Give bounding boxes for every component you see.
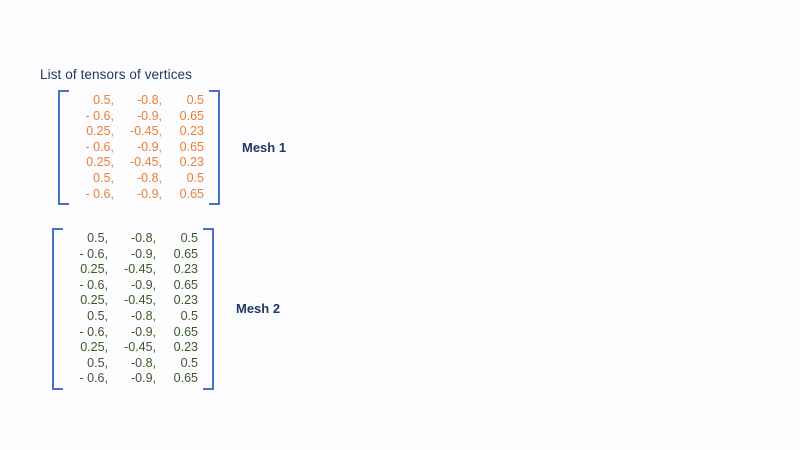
matrix-cell: -0.9, bbox=[136, 186, 162, 201]
matrix-cell: -0.8, bbox=[136, 170, 162, 185]
matrix-cell: 0.65 bbox=[173, 324, 198, 339]
matrix-cell: 0.23 bbox=[179, 155, 204, 170]
matrix-cell: 0.5, bbox=[87, 355, 108, 370]
matrix-cell: 0.65 bbox=[179, 139, 204, 154]
matrix-cell: - 0.6, bbox=[79, 246, 109, 261]
matrix-row: - 0.6, -0.9, 0.65 bbox=[74, 139, 205, 156]
matrix-row: 0.5, -0.8, 0.5 bbox=[74, 171, 204, 187]
matrix-cell: - 0.6, bbox=[79, 324, 109, 339]
matrix-cell: -0.45, bbox=[130, 124, 162, 139]
matrix-row: - 0.6, -0.9, 0.65 bbox=[68, 324, 199, 341]
matrix-row: 0.25, -0.45, 0.23 bbox=[68, 340, 198, 356]
matrix-row: 0.25, -0.45, 0.23 bbox=[74, 124, 204, 140]
matrix-row: - 0.6, -0.9, 0.65 bbox=[74, 108, 205, 125]
mesh-label-1: Mesh 1 bbox=[242, 140, 287, 156]
matrix-cell: -0.9, bbox=[130, 246, 156, 261]
matrix-cell: 0.25, bbox=[86, 155, 114, 170]
matrix-cell: 0.23 bbox=[179, 124, 204, 139]
matrix-row: - 0.6, -0.9, 0.65 bbox=[68, 246, 199, 263]
bracket-right-icon bbox=[203, 228, 214, 390]
matrix-cell: - 0.6, bbox=[85, 139, 115, 154]
matrix-cell: -0.45, bbox=[130, 155, 162, 170]
matrix-cell: -0.9, bbox=[130, 324, 156, 339]
matrix-cell: 0.25, bbox=[86, 124, 114, 139]
matrix-cell: -0.8, bbox=[130, 355, 156, 370]
matrix-cell: -0.8, bbox=[136, 93, 162, 107]
matrix-cell: - 0.6, bbox=[85, 108, 115, 123]
matrix-cell: 0.5, bbox=[93, 93, 114, 107]
matrix-cell: 0.5, bbox=[87, 308, 108, 323]
matrix-row: 0.5, -0.8, 0.5 bbox=[74, 93, 204, 109]
matrix-cell: 0.23 bbox=[173, 340, 198, 355]
matrix-row: 0.25, -0.45, 0.23 bbox=[68, 262, 198, 278]
matrix-row: - 0.6, -0.9, 0.65 bbox=[68, 277, 199, 294]
matrix-cell: 0.5 bbox=[186, 93, 204, 107]
matrix-cell: 0.5, bbox=[93, 170, 114, 185]
bracket-left-icon bbox=[52, 228, 63, 390]
matrix-cell: 0.5 bbox=[180, 308, 198, 323]
matrix-cell: - 0.6, bbox=[85, 186, 115, 201]
matrix-cell: 0.5, bbox=[87, 231, 108, 245]
matrix-cell: 0.65 bbox=[173, 371, 198, 386]
matrix-row: - 0.6, -0.9, 0.65 bbox=[68, 371, 199, 387]
matrix-cell: 0.25, bbox=[80, 293, 108, 308]
matrix-cell: 0.23 bbox=[173, 262, 198, 277]
matrix-cell: 0.65 bbox=[179, 186, 204, 201]
matrix-cell: -0.9, bbox=[130, 371, 156, 386]
matrix-row: 0.5, -0.8, 0.5 bbox=[68, 231, 198, 247]
matrix-cell: 0.25, bbox=[80, 262, 108, 277]
matrix-row: - 0.6, -0.9, 0.65 bbox=[74, 186, 205, 203]
matrix-cell: 0.65 bbox=[173, 246, 198, 261]
matrix-row: 0.25, -0.45, 0.23 bbox=[68, 293, 198, 309]
matrix-cell: 0.5 bbox=[180, 231, 198, 245]
matrix-row: 0.25, -0.45, 0.23 bbox=[74, 155, 204, 171]
matrix-cell: -0.45, bbox=[124, 262, 156, 277]
matrix-cell: 0.65 bbox=[179, 108, 204, 123]
bracket-left-icon bbox=[58, 90, 69, 206]
bracket-right-icon bbox=[209, 90, 220, 206]
matrix-cell: 0.5 bbox=[186, 170, 204, 185]
matrix-cell: -0.45, bbox=[124, 293, 156, 308]
matrix-cell: -0.9, bbox=[130, 277, 156, 292]
matrix-cell: -0.9, bbox=[136, 108, 162, 123]
matrix-cell: - 0.6, bbox=[79, 371, 109, 386]
matrix-row: 0.5, -0.8, 0.5 bbox=[68, 356, 198, 372]
page-title: List of tensors of vertices bbox=[40, 67, 193, 82]
matrix-cell: 0.5 bbox=[180, 355, 198, 370]
matrix-cell: - 0.6, bbox=[79, 277, 109, 292]
mesh-label-2: Mesh 2 bbox=[236, 301, 281, 317]
matrix-cell: -0.9, bbox=[136, 139, 162, 154]
matrix-cell: -0.8, bbox=[130, 231, 156, 245]
matrix-cell: -0.45, bbox=[124, 340, 156, 355]
matrix-cell: 0.65 bbox=[173, 277, 198, 292]
matrix-cell: 0.25, bbox=[80, 340, 108, 355]
matrix-cell: -0.8, bbox=[130, 308, 156, 323]
matrix-cell: 0.23 bbox=[173, 293, 198, 308]
matrix-row: 0.5, -0.8, 0.5 bbox=[68, 309, 198, 325]
